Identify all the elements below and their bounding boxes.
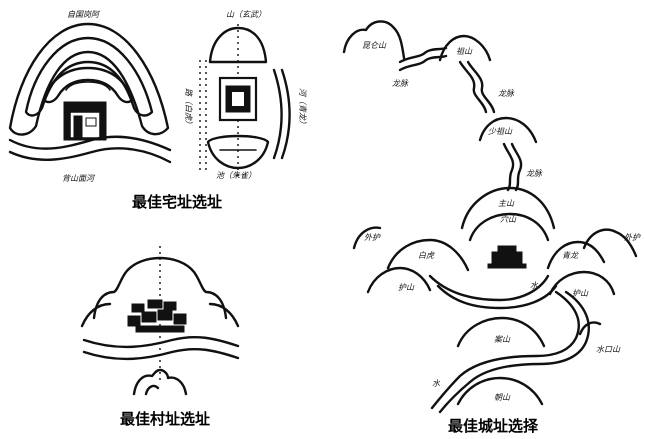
house-site-diagram: 自国岗阿 背山面河 <box>8 10 172 183</box>
city-site-diagram: 昆仑山 龙脉 祖山 龙脉 少祖山 龙脉 主山 穴山 外护 <box>342 20 641 414</box>
label-xueshan: 穴山 <box>500 215 517 224</box>
village-site-diagram <box>80 246 240 396</box>
house-compass-diagram: 山（玄武） 路（白虎） 河（青龙） 池（朱雀） <box>184 10 307 180</box>
label-huyshan-left: 护山 <box>398 283 415 292</box>
label-chaoshan: 朝山 <box>494 393 511 402</box>
compass-south-label: 池（朱雀） <box>216 171 256 180</box>
label-shaozushan: 少祖山 <box>488 127 513 136</box>
label-baihu: 白虎 <box>418 251 435 260</box>
compass-north-label: 山（玄武） <box>226 10 266 19</box>
village-caption: 最佳村址选址 <box>120 410 210 428</box>
house-caption: 最佳宅址选址 <box>132 193 222 211</box>
house-north-label: 自国岗阿 <box>67 10 101 19</box>
label-long-mai-low: 龙脉 <box>526 169 543 178</box>
label-anshan: 案山 <box>494 335 511 344</box>
label-zhushan: 主山 <box>498 199 515 208</box>
house-south-label: 背山面河 <box>62 174 96 183</box>
label-huyshan-right: 护山 <box>572 289 589 298</box>
compass-east-label: 河（青龙） <box>298 88 307 128</box>
compass-west-label: 路（白虎） <box>184 88 193 128</box>
label-shui: 水 <box>530 281 539 290</box>
city-caption: 最佳城址选择 <box>448 417 539 435</box>
label-waihu-right: 外护 <box>624 233 641 242</box>
label-kunlun: 昆仑山 <box>362 41 387 50</box>
label-zushan: 祖山 <box>456 47 473 56</box>
village-houses-icon <box>127 299 187 333</box>
label-shuikoushan: 水口山 <box>596 345 621 354</box>
label-qinglong: 青龙 <box>562 251 579 260</box>
label-long-mai-top: 龙脉 <box>392 79 409 88</box>
label-waihu-left: 外护 <box>364 233 381 242</box>
label-long-mai-mid: 龙脉 <box>498 89 515 98</box>
label-shui-2: 水 <box>432 379 441 388</box>
city-walls-icon <box>487 245 527 269</box>
